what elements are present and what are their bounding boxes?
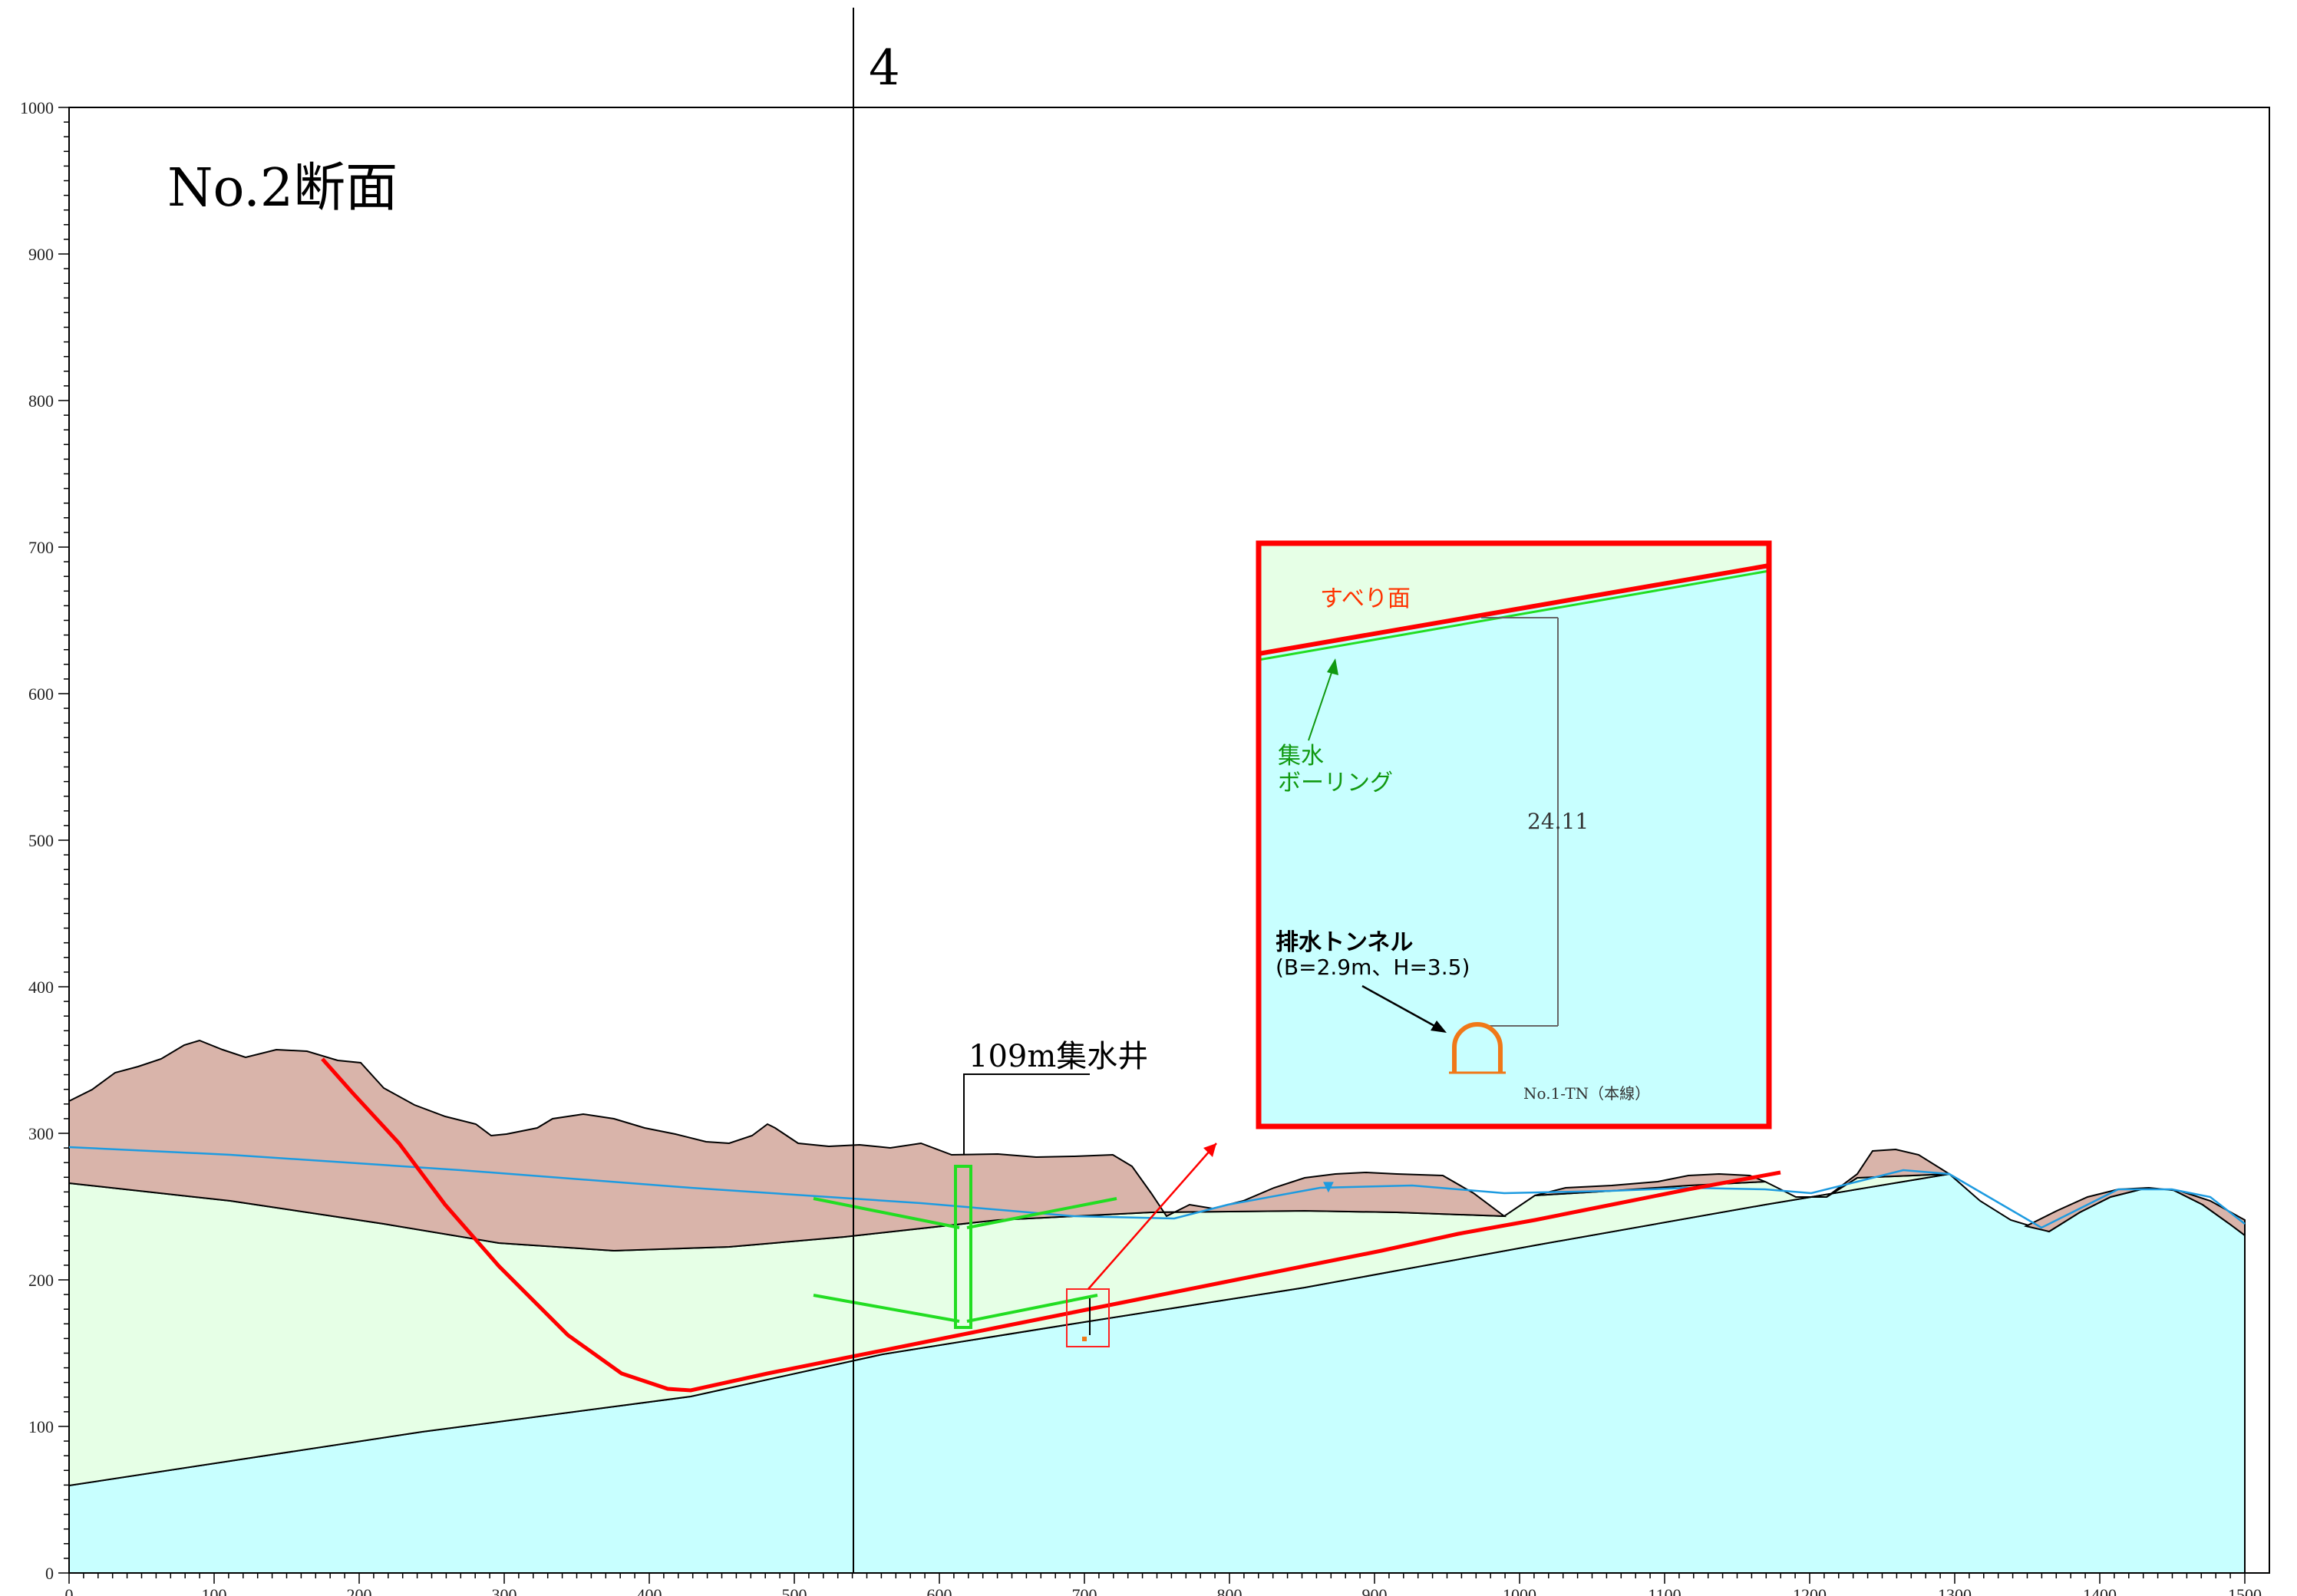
x-tick-label: 1300 [1938, 1585, 1972, 1596]
y-tick-label: 0 [45, 1564, 54, 1583]
inset-frame [1256, 540, 1772, 1129]
y-tick-label: 500 [28, 831, 54, 850]
detail-box [1066, 1288, 1110, 1347]
inset-tunnel-id: No.1-TN（本線） [1523, 1084, 1650, 1103]
inset-tunnel-pointer [1361, 984, 1444, 1032]
drain-tunnel-icon [1452, 1022, 1503, 1073]
drain-boring-upper-left [813, 1197, 960, 1229]
drain-boring-lower-left [813, 1294, 960, 1323]
x-tick-label: 1400 [2083, 1585, 2117, 1596]
inset-boring-label-line1: 集水 [1278, 743, 1324, 770]
inset-tunnel-title: 排水トンネル [1276, 929, 1413, 956]
x-tick-label: 100 [202, 1585, 227, 1596]
x-tick-label: 0 [65, 1585, 74, 1596]
collecting-well [954, 1165, 972, 1329]
detail-arrow-line [1087, 1143, 1217, 1290]
y-tick-label: 400 [28, 978, 54, 997]
x-tick-label: 1500 [2228, 1585, 2262, 1596]
x-tick-label: 1200 [1793, 1585, 1827, 1596]
y-tick-label: 100 [28, 1417, 54, 1436]
drain-boring-upper-right [966, 1197, 1117, 1229]
inset-slip-surface-label: すべり面 [1320, 585, 1411, 612]
inset-drain-boring-line [1258, 569, 1770, 661]
surface-deposit-layer [68, 1039, 1507, 1252]
x-tick-label: 200 [347, 1585, 372, 1596]
detail-arrow-head-icon [1203, 1143, 1216, 1157]
x-tick-label: 300 [492, 1585, 517, 1596]
inset-boring-pointer-head-icon [1327, 658, 1338, 675]
grid-marker-label: 4 [869, 40, 900, 97]
groundwater-marker-icon: ▼ [1323, 1179, 1334, 1195]
x-tick-label: 1000 [1503, 1585, 1536, 1596]
y-tick-label: 600 [28, 684, 54, 704]
y-tick-label: 200 [28, 1271, 54, 1290]
x-tick-label: 400 [637, 1585, 662, 1596]
surface-deposit-layer-right-a [1534, 1172, 1766, 1196]
x-tick-label: 900 [1362, 1585, 1388, 1596]
y-tick-label: 1000 [20, 98, 54, 117]
detail-tunnel-marker [1082, 1337, 1087, 1341]
inset-boring-label-line2: ボーリング [1278, 770, 1393, 796]
inset-boring-pointer [1308, 661, 1336, 741]
section-title: No.2断面 [167, 158, 398, 219]
inset-tunnel-dims: (B=2.9m、H=3.5) [1276, 955, 1470, 980]
x-tick-label: 800 [1217, 1585, 1243, 1596]
well-label-leader [963, 1073, 1090, 1155]
y-tick-label: 900 [28, 245, 54, 264]
drain-boring-lower-right [966, 1294, 1098, 1323]
x-tick-label: 700 [1072, 1585, 1097, 1596]
well-label: 109m集水井 [969, 1039, 1148, 1074]
slip-surface-line [321, 1057, 1781, 1393]
y-axis: 0 100 200 300 400 500 600 700 800 900 1000 [20, 98, 69, 1583]
dimension-value: 24.11 [1527, 809, 1589, 834]
x-tick-label: 1100 [1648, 1585, 1681, 1596]
inset-upper-layer [1259, 543, 1769, 656]
y-tick-label: 300 [28, 1124, 54, 1143]
x-tick-label: 600 [927, 1585, 952, 1596]
detail-inset: 24.11 すべり面 集水 ボーリング 排水トンネル (B=2.9m、H=3.5… [1256, 540, 1772, 1129]
inset-tunnel-pointer-head-icon [1431, 1021, 1447, 1033]
inset-slip-surface-line [1258, 563, 1770, 656]
y-tick-label: 800 [28, 391, 54, 411]
y-tick-label: 700 [28, 538, 54, 557]
x-tick-label: 500 [782, 1585, 807, 1596]
x-axis: 0 100 200 300 400 500 600 700 800 900 1000 1100 1200… [65, 1573, 2262, 1596]
surface-deposit-layer-right-c [2024, 1186, 2246, 1237]
